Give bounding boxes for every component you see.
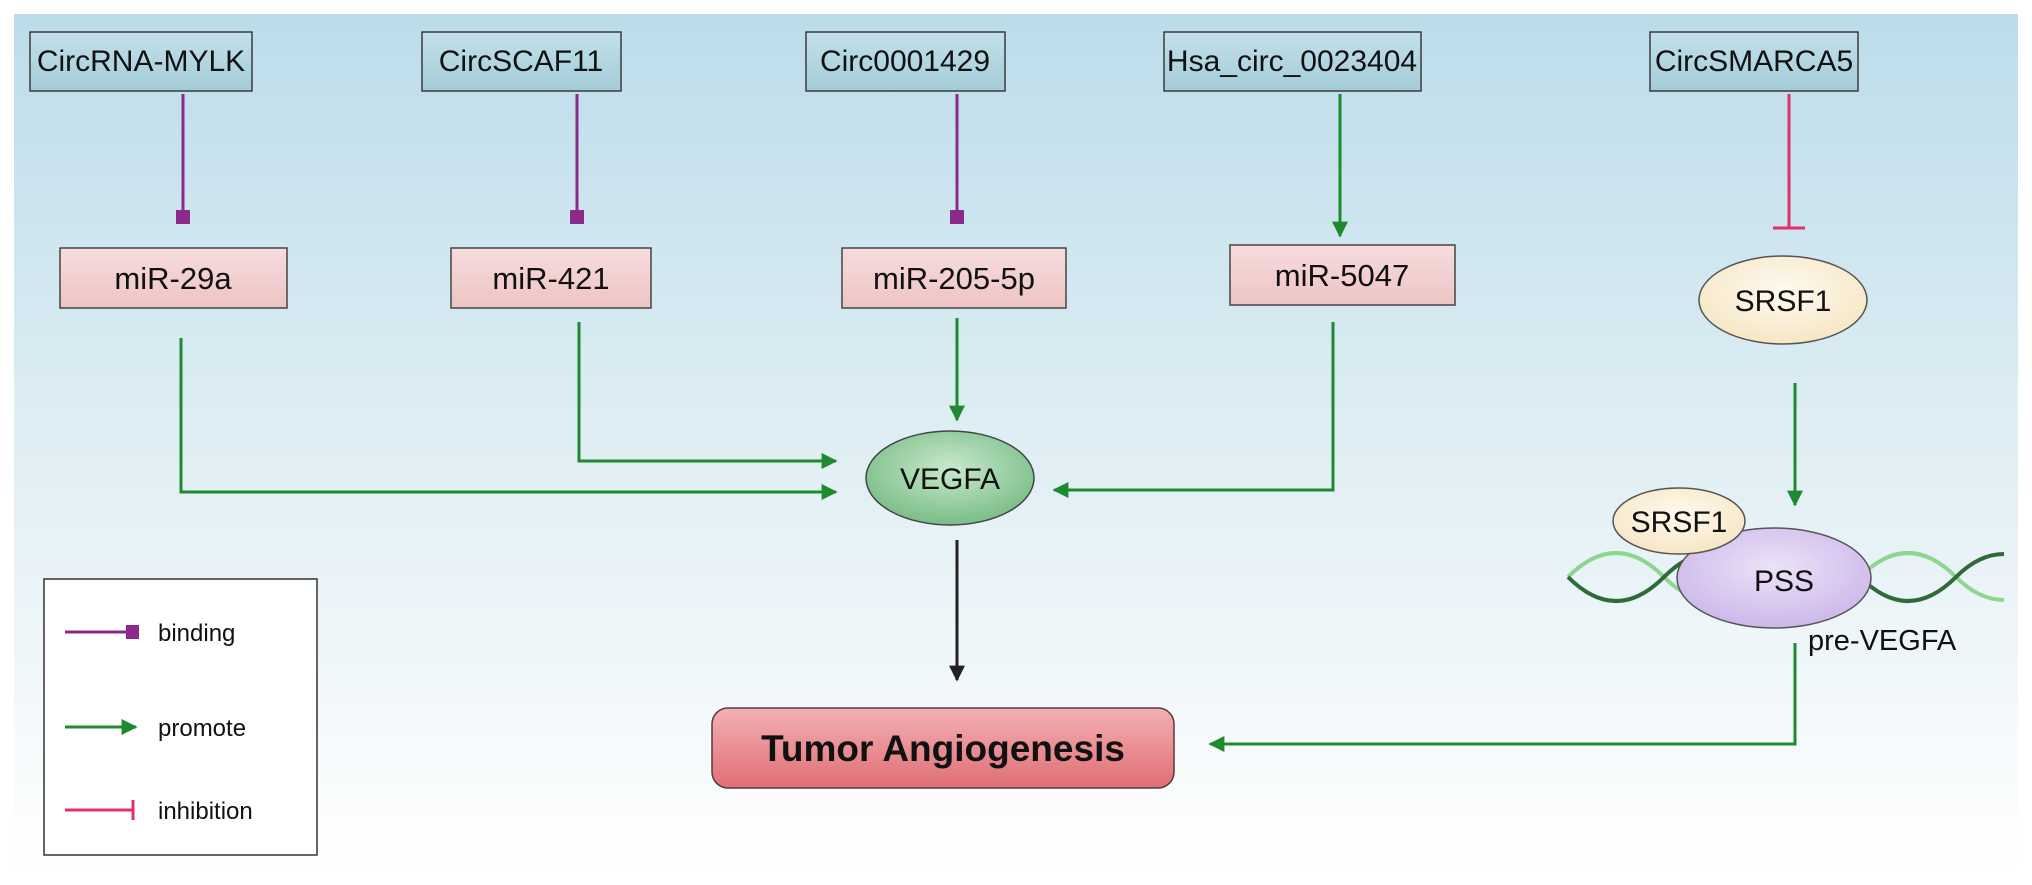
mir-box-5047: miR-5047 <box>1229 244 1456 306</box>
legend-item-binding: binding <box>65 620 235 647</box>
legend-label-inhibition: inhibition <box>158 798 253 825</box>
binding-square-icon <box>126 625 139 639</box>
binding-connector-scaf11 <box>570 94 584 224</box>
circ-label-mylk: CircRNA-MYLK <box>37 45 245 78</box>
binding-connector-mylk <box>176 94 190 224</box>
mir-label-421: miR-421 <box>492 261 609 296</box>
srsf1-bound-oval: SRSF1 <box>1612 487 1746 555</box>
mir-box-205-5p: miR-205-5p <box>841 247 1067 309</box>
pss-label: PSS <box>1754 565 1814 598</box>
promote-arrow-mir29a-vegfa <box>179 338 838 500</box>
pss-oval: PSS <box>1676 527 1872 629</box>
circ-label-smarca5: CircSMARCA5 <box>1655 45 1853 78</box>
mir-label-5047: miR-5047 <box>1275 258 1409 293</box>
mir-label-29a: miR-29a <box>114 261 232 296</box>
circ-box-0023404: Hsa_circ_0023404 <box>1163 31 1422 92</box>
legend-item-inhibition: inhibition <box>65 798 253 825</box>
circ-box-scaf11: CircSCAF11 <box>421 31 622 92</box>
mir-box-421: miR-421 <box>450 247 652 309</box>
promote-arrow-mir5047-vegfa <box>1052 322 1335 498</box>
legend-label-binding: binding <box>158 620 235 647</box>
srsf1-label: SRSF1 <box>1735 285 1832 318</box>
circ-box-mylk: CircRNA-MYLK <box>29 31 253 92</box>
mir-label-205-5p: miR-205-5p <box>873 261 1035 296</box>
circ-label-0001429: Circ0001429 <box>820 45 990 78</box>
circ-box-smarca5: CircSMARCA5 <box>1649 31 1859 92</box>
circ-box-0001429: Circ0001429 <box>805 31 1006 92</box>
vegfa-oval: VEGFA <box>865 430 1035 526</box>
legend: binding promote inhibition <box>43 578 318 856</box>
legend-item-promote: promote <box>65 715 246 742</box>
srsf1-bound-label: SRSF1 <box>1631 506 1728 539</box>
mir-box-29a: miR-29a <box>59 247 288 309</box>
srsf1-oval: SRSF1 <box>1698 255 1868 345</box>
legend-label-promote: promote <box>158 715 246 742</box>
vegfa-label: VEGFA <box>900 463 1000 496</box>
inhibition-connector-smarca5 <box>1773 94 1805 230</box>
binding-connector-0001429 <box>950 94 964 224</box>
pre-vegfa-label: pre-VEGFA <box>1808 625 1957 657</box>
circ-label-0023404: Hsa_circ_0023404 <box>1167 45 1417 78</box>
promote-arrow-mir421-vegfa <box>577 322 838 469</box>
tumor-angiogenesis-box: Tumor Angiogenesis <box>711 707 1175 789</box>
circ-label-scaf11: CircSCAF11 <box>439 45 603 78</box>
promote-arrow-prevegfa-angiogenesis <box>1208 643 1797 752</box>
tumor-angiogenesis-label: Tumor Angiogenesis <box>761 728 1125 769</box>
